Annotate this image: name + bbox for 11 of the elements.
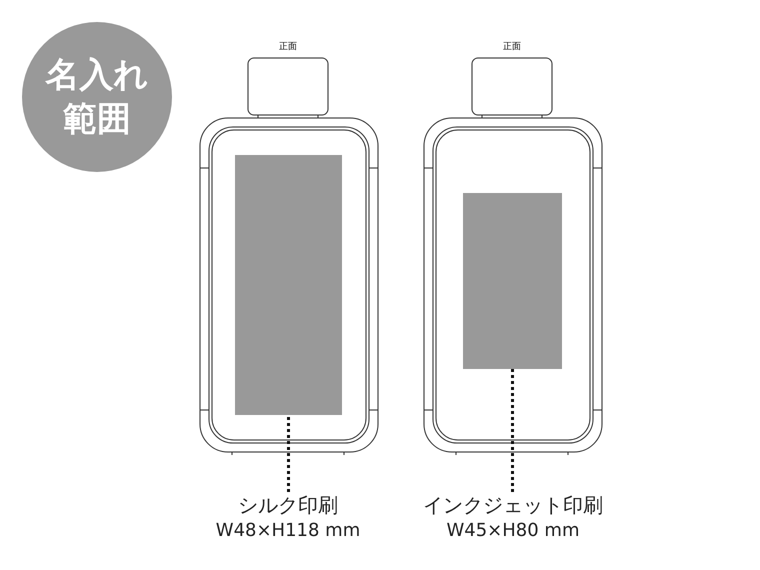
leader-line [287,415,290,492]
print-area [235,155,342,415]
view-label: 正面 [502,41,522,53]
print-method-label: インクジェット印刷 [422,492,604,518]
dimension-text: W45×H80 mm [445,519,580,543]
leader-line [511,369,514,492]
range-badge: 名入れ範囲 [22,22,172,172]
view-label: 正面 [278,41,298,53]
dimension-text: W48×H118 mm [214,519,362,543]
print-method-label: シルク印刷 [237,492,339,518]
print-area [463,193,562,369]
